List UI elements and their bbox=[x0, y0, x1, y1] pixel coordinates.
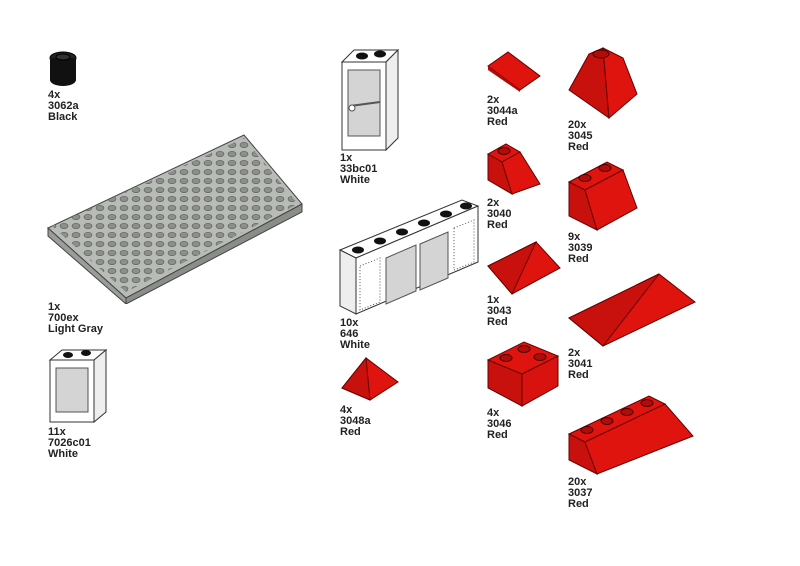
part-label-line: Light Gray bbox=[48, 323, 104, 335]
part-label-line: 3040 bbox=[487, 208, 512, 220]
part-label-line: 1x bbox=[487, 294, 500, 306]
part-label-line: 4x bbox=[340, 404, 353, 416]
part-label-line: Red bbox=[487, 429, 508, 441]
part-label-line: 2x bbox=[487, 94, 500, 106]
part-label-line: 20x bbox=[568, 119, 587, 131]
part-label-line: Red bbox=[487, 116, 508, 128]
part-label-line: 10x bbox=[340, 317, 359, 329]
part-label-line: 11x bbox=[48, 426, 66, 438]
baseplate-icon bbox=[46, 132, 306, 304]
part-label-line: 700ex bbox=[48, 312, 79, 324]
slope-corner-outer-icon bbox=[567, 46, 641, 120]
part-label-line: Red bbox=[487, 316, 508, 328]
slope-2x4-icon bbox=[567, 392, 697, 476]
window-icon bbox=[48, 346, 110, 426]
part-label-line: Red bbox=[340, 426, 361, 438]
part-label-line: 4x bbox=[487, 407, 500, 419]
part-label-line: 646 bbox=[340, 328, 359, 340]
slope-corner-icon bbox=[486, 338, 562, 408]
part-label-line: Red bbox=[568, 498, 589, 510]
part-label-line: 3046 bbox=[487, 418, 512, 430]
slope-1x2-icon bbox=[486, 140, 544, 198]
part-label-line: Black bbox=[48, 111, 78, 123]
part-label-line: Red bbox=[568, 253, 589, 265]
part-label-line: 3045 bbox=[568, 130, 593, 142]
slope-double-2x2-icon bbox=[486, 238, 562, 296]
part-label-line: 9x bbox=[568, 231, 581, 243]
part-label-line: 3043 bbox=[487, 305, 512, 317]
part-label-line: 4x bbox=[48, 89, 61, 101]
slope-pyramid-icon bbox=[340, 356, 400, 404]
slope-double-small-icon bbox=[486, 48, 544, 94]
part-label-line: 33bc01 bbox=[340, 163, 378, 175]
part-label-line: 1x bbox=[48, 301, 61, 313]
part-label-line: 2x bbox=[568, 347, 581, 359]
part-label-line: 1x bbox=[340, 152, 353, 164]
slope-2x2-icon bbox=[567, 158, 641, 232]
part-label-line: 20x bbox=[568, 476, 587, 488]
part-label-line: 3044a bbox=[487, 105, 518, 117]
part-label-line: White bbox=[340, 339, 370, 351]
part-label-line: 2x bbox=[487, 197, 500, 209]
round-brick-1x1-icon bbox=[48, 50, 80, 88]
part-label-line: Red bbox=[568, 141, 589, 153]
part-label-line: White bbox=[340, 174, 370, 186]
part-label-line: 3041 bbox=[568, 358, 593, 370]
part-label-line: 3048a bbox=[340, 415, 371, 427]
part-label-line: 3039 bbox=[568, 242, 593, 254]
part-label-line: Red bbox=[487, 219, 508, 231]
part-label-line: 3037 bbox=[568, 487, 593, 499]
window-shutters-icon bbox=[338, 196, 482, 316]
part-label-line: 3062a bbox=[48, 100, 79, 112]
door-icon bbox=[340, 46, 402, 152]
part-label-line: Red bbox=[568, 369, 589, 381]
slope-double-long-icon bbox=[567, 272, 697, 348]
part-label-line: White bbox=[48, 448, 78, 460]
part-label-line: 7026c01 bbox=[48, 437, 91, 449]
